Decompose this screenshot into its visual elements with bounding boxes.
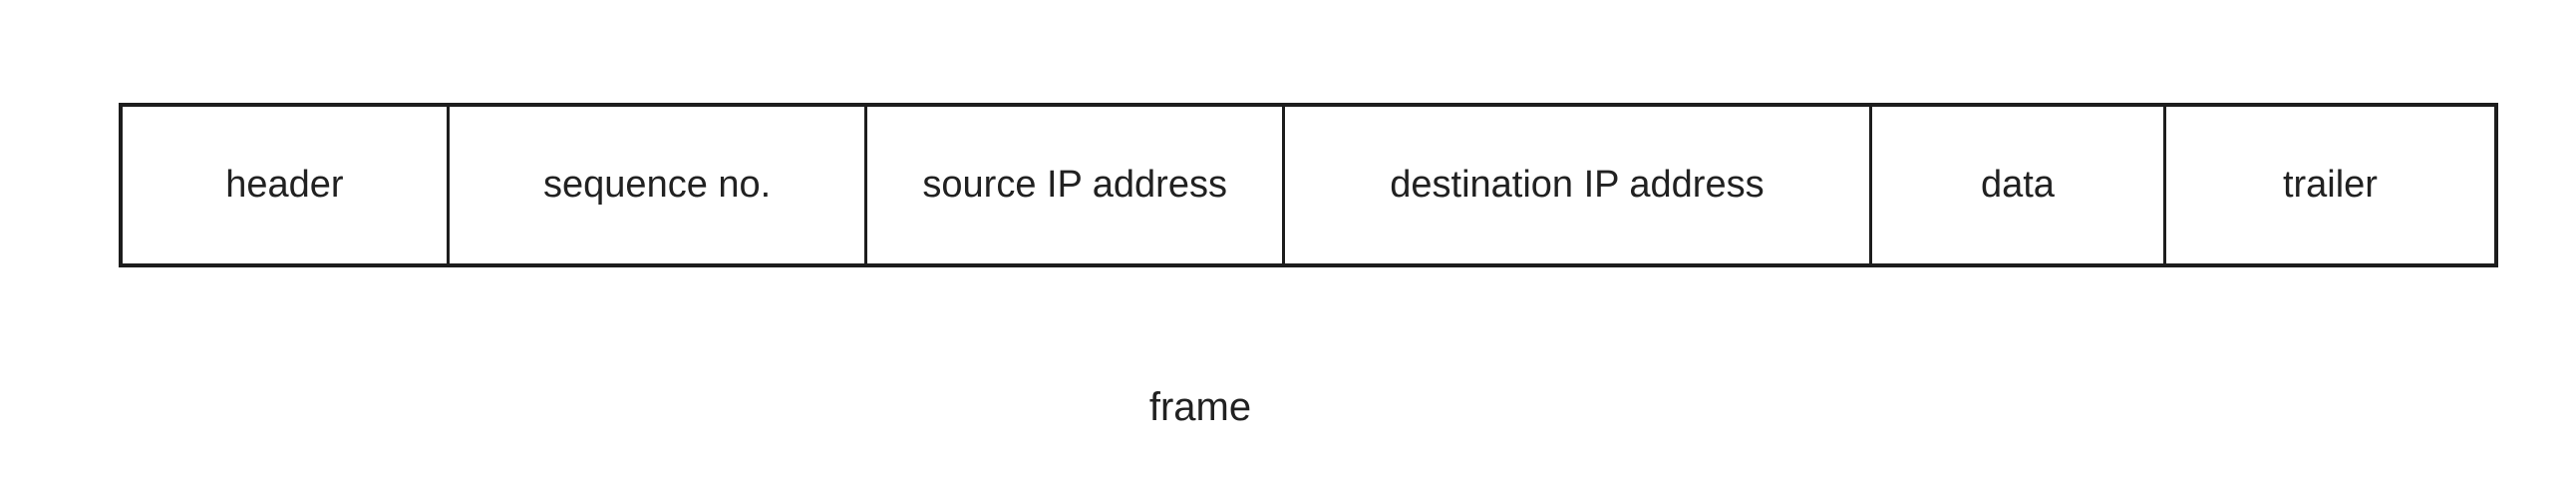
cell-source-ip-address-label: source IP address: [922, 164, 1227, 206]
cell-trailer: trailer: [2166, 107, 2494, 263]
cell-destination-ip-address: destination IP address: [1285, 107, 1872, 263]
cell-source-ip-address: source IP address: [867, 107, 1285, 263]
cell-sequence-no: sequence no.: [450, 107, 868, 263]
cell-data: data: [1872, 107, 2166, 263]
frame-box: header sequence no. source IP address de…: [119, 103, 2498, 267]
cell-header: header: [123, 107, 450, 263]
cell-data-label: data: [1980, 164, 2055, 206]
cell-trailer-label: trailer: [2282, 164, 2378, 206]
cell-header-label: header: [225, 164, 344, 206]
frame-caption: frame: [1148, 385, 1252, 429]
cell-destination-ip-address-label: destination IP address: [1390, 164, 1765, 206]
cell-sequence-no-label: sequence no.: [543, 164, 772, 206]
